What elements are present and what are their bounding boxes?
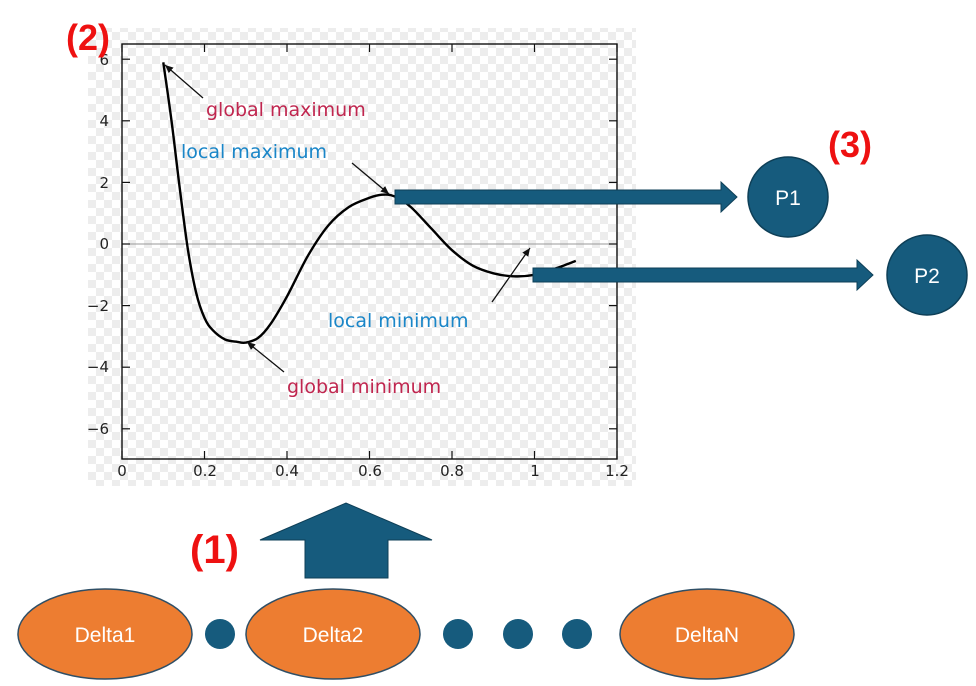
- p1-label: P1: [775, 187, 801, 210]
- global-minimum-pointer: [246, 341, 285, 373]
- y-tick-label: −2: [87, 297, 109, 315]
- local-minimum-pointer: [491, 247, 531, 303]
- y-tick-label: −4: [87, 358, 109, 376]
- p1-circle: [747, 156, 829, 238]
- y-tick-label: 6: [99, 51, 109, 69]
- function-plot: 6 4 2 0 −2 −4 −6 0 0.2 0.4 0.6 0.8 1 1.2…: [87, 28, 636, 486]
- deltan-label: DeltaN: [675, 624, 739, 647]
- local-maximum-pointer: [351, 162, 390, 195]
- node-p1: P1: [747, 156, 829, 238]
- delta-row: Delta1 Delta2 DeltaN: [17, 588, 795, 680]
- y-tick-labels: 6 4 2 0 −2 −4 −6: [87, 51, 109, 438]
- x-tick-label: 1.2: [605, 462, 629, 480]
- delta2-ellipse: [245, 588, 421, 680]
- checker-background: [88, 28, 636, 486]
- y-tick-label: 2: [99, 174, 109, 192]
- up-arrow: [259, 502, 433, 579]
- step-2-label: (2): [66, 17, 110, 58]
- y-tick-label: 4: [99, 112, 109, 130]
- step-3-label: (3): [828, 124, 872, 165]
- x-tick-label: 0.4: [275, 462, 299, 480]
- delta1-ellipse: [17, 588, 193, 680]
- deltan-ellipse: [619, 588, 795, 680]
- local-minimum-label: local minimum: [328, 310, 468, 332]
- x-tick-label: 0.2: [193, 462, 217, 480]
- ellipsis-dot: [503, 619, 533, 649]
- global-minimum-label: global minimum: [287, 376, 441, 398]
- local-maximum-label: local maximum: [181, 141, 327, 163]
- ellipsis-dot: [205, 619, 235, 649]
- x-tick-label: 1: [530, 462, 540, 480]
- node-p2: P2: [886, 234, 968, 316]
- p2-circle: [886, 234, 968, 316]
- arrow-to-p2: [532, 258, 874, 292]
- global-maximum-label: global maximum: [206, 99, 366, 121]
- ellipsis-dot: [443, 619, 473, 649]
- y-tick-label: 0: [99, 235, 109, 253]
- delta1-label: Delta1: [75, 624, 136, 647]
- x-tick-label: 0.6: [358, 462, 382, 480]
- delta2-label: Delta2: [303, 624, 364, 647]
- ellipsis-dot: [562, 619, 592, 649]
- x-tick-label: 0: [117, 462, 127, 480]
- step-1-label: (1): [190, 528, 239, 572]
- global-maximum-pointer: [164, 64, 204, 99]
- x-tick-labels: 0 0.2 0.4 0.6 0.8 1 1.2: [117, 462, 629, 480]
- arrow-to-p1: [394, 180, 738, 214]
- function-curve: [162, 62, 577, 345]
- axis-ticks: [121, 44, 618, 459]
- x-tick-label: 0.8: [440, 462, 464, 480]
- p2-label: P2: [914, 265, 940, 288]
- y-tick-label: −6: [87, 420, 109, 438]
